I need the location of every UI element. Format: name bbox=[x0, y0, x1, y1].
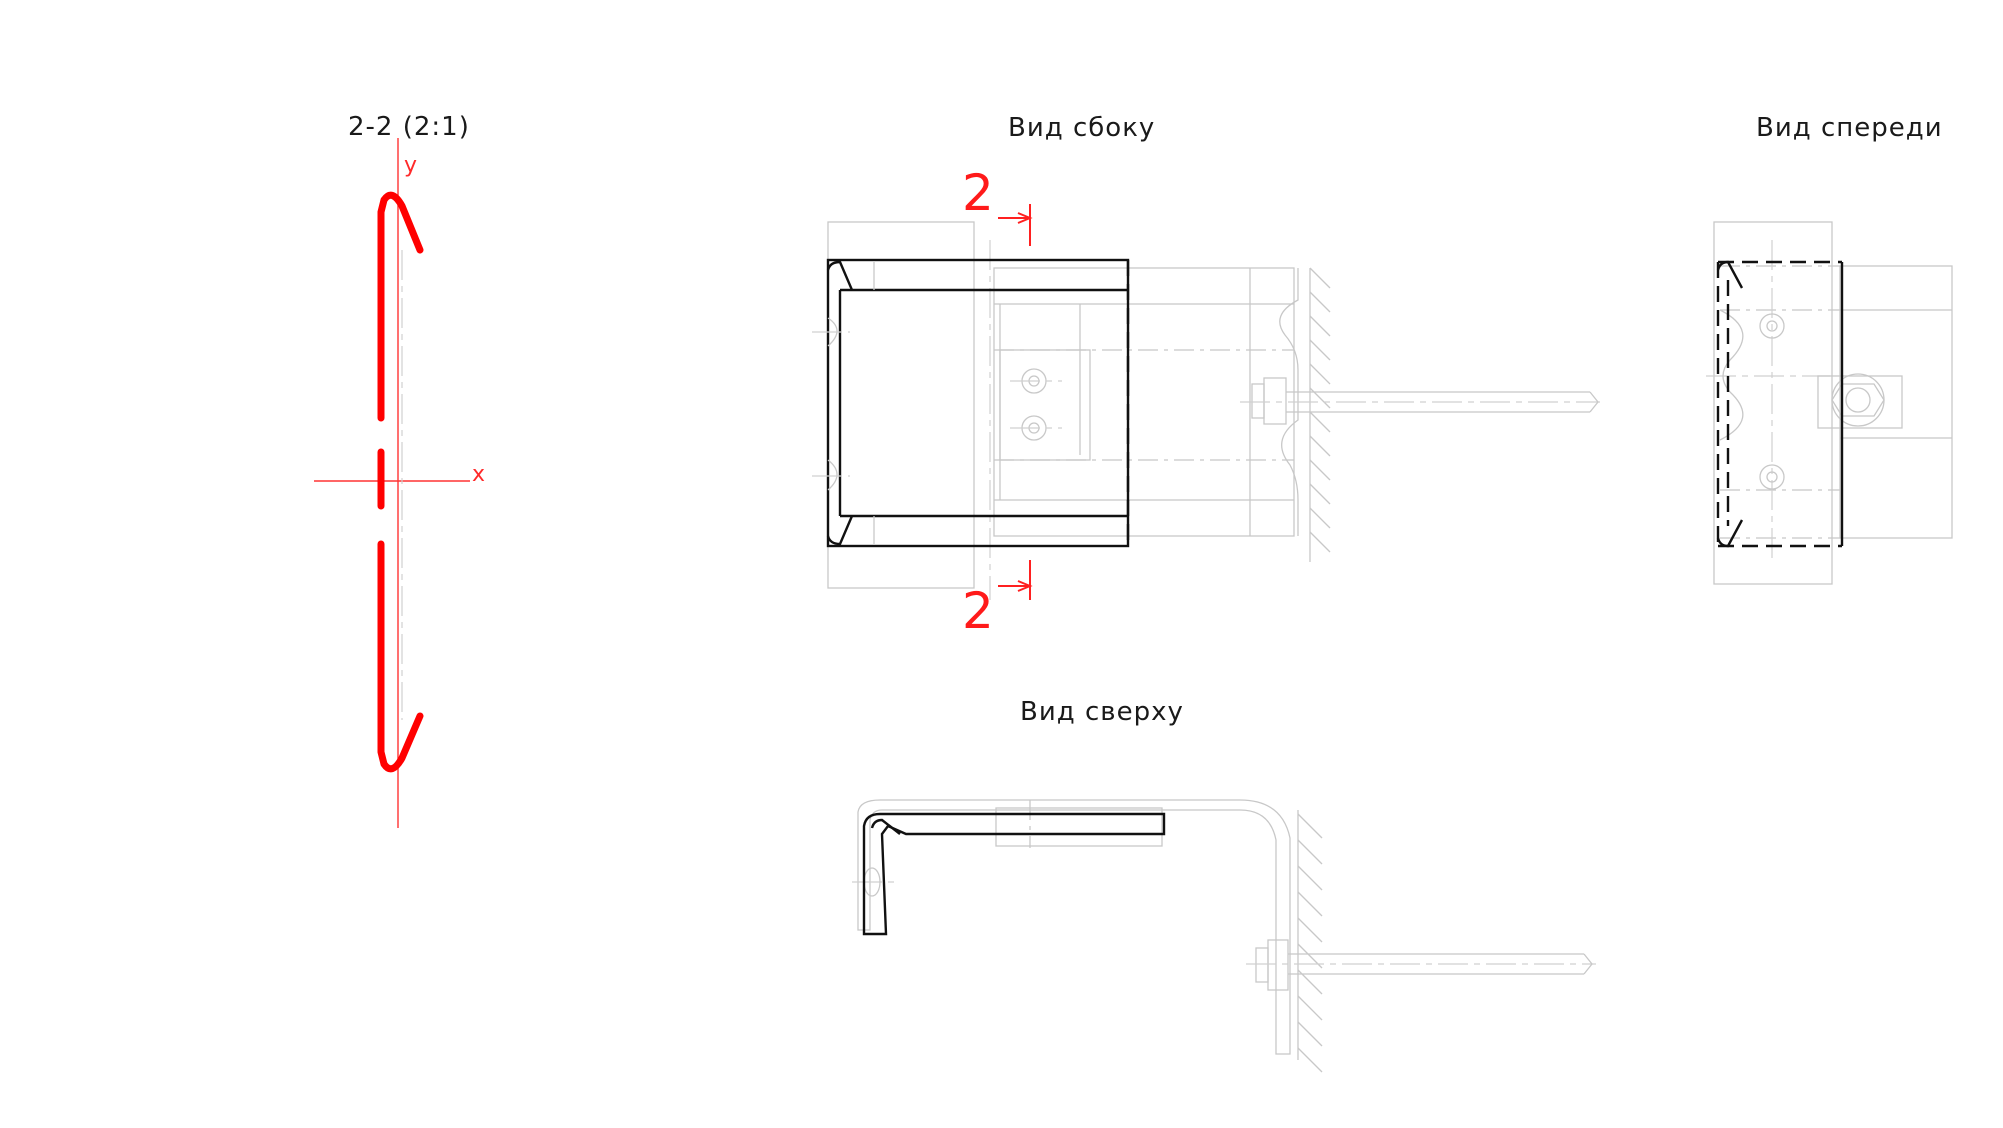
top-anchor-nut bbox=[1267, 939, 1289, 991]
top-bracket-outline bbox=[862, 812, 1166, 936]
section-y-axis-label: y bbox=[404, 153, 417, 178]
side-wall-hatching bbox=[1309, 267, 1331, 553]
top-view-title: Вид сверху bbox=[1020, 697, 1184, 727]
side-view: Вид сбоку bbox=[812, 113, 1600, 640]
front-corrugated-profile bbox=[1719, 309, 1744, 441]
top-context-bracket bbox=[857, 799, 1291, 1055]
front-context-arm bbox=[1839, 265, 1953, 539]
section-x-axis-label: x bbox=[472, 462, 485, 487]
cut-mark-bottom-label: 2 bbox=[962, 582, 994, 640]
cut-mark-top-label: 2 bbox=[962, 164, 994, 222]
front-context-plate bbox=[1713, 221, 1833, 585]
side-view-title: Вид сбоку bbox=[1008, 113, 1155, 143]
section-2-2-view: 2-2 (2:1) y x bbox=[314, 112, 485, 828]
top-wall-hatching bbox=[1297, 813, 1323, 1073]
section-profile-bottom bbox=[377, 540, 424, 773]
top-view: Вид сверху bbox=[852, 697, 1596, 1073]
side-bracket-outline bbox=[826, 258, 1130, 548]
section-view-title: 2-2 (2:1) bbox=[348, 112, 470, 142]
side-anchor-nut bbox=[1263, 377, 1287, 425]
section-profile-top bbox=[377, 191, 424, 422]
front-hole-top bbox=[1759, 313, 1785, 339]
front-anchor-plate bbox=[1817, 375, 1903, 429]
front-hole-bottom bbox=[1759, 464, 1785, 490]
side-context-plate bbox=[827, 221, 975, 589]
front-view-title: Вид спереди bbox=[1756, 113, 1943, 143]
front-view: Вид спереди bbox=[1706, 113, 1953, 585]
side-corrugated-profile bbox=[1279, 268, 1299, 536]
